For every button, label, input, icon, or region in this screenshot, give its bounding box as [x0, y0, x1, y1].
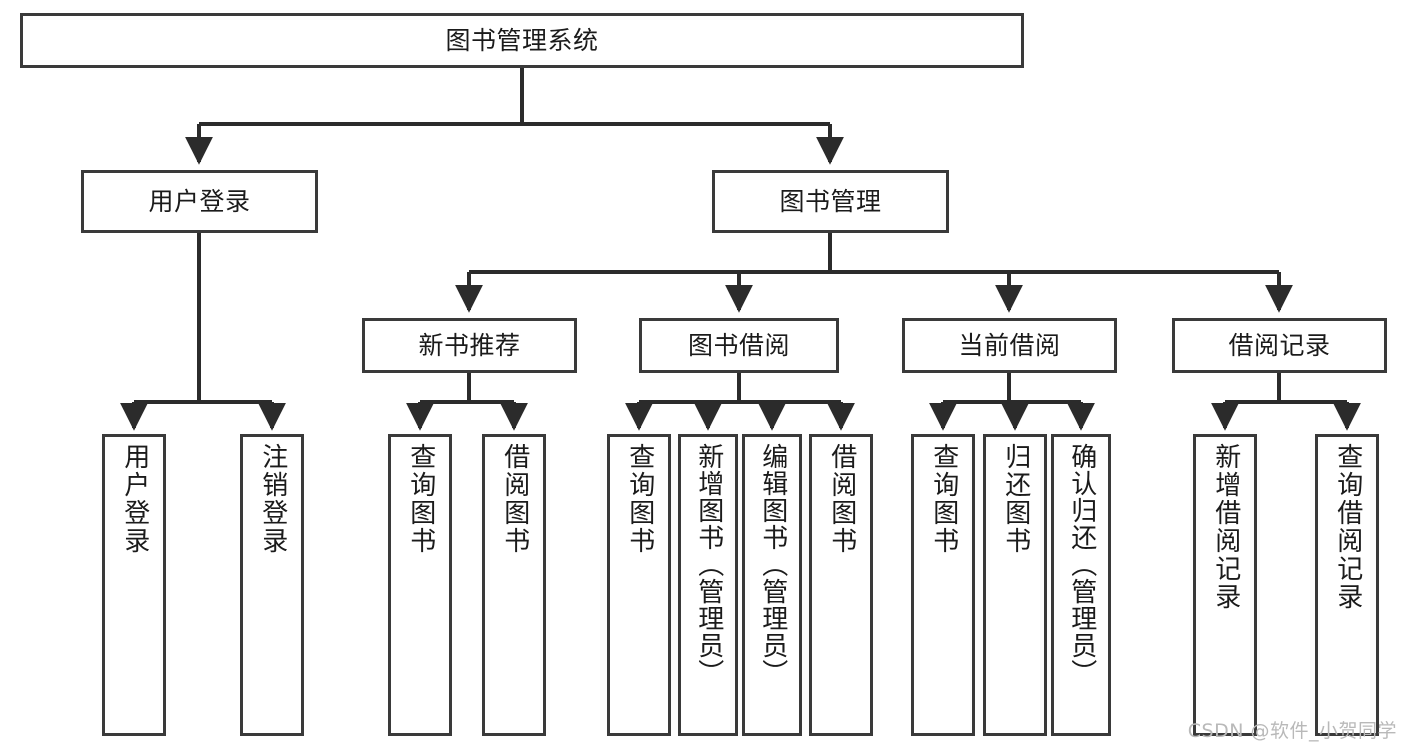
node-label: 借阅图书 — [826, 443, 857, 555]
node-leaf-query-book-2[interactable]: 查询图书 — [607, 434, 671, 736]
node-book-borrow[interactable]: 图书借阅 — [639, 318, 839, 373]
node-label: 借阅记录 — [1228, 330, 1331, 360]
node-root-system[interactable]: 图书管理系统 — [20, 13, 1024, 68]
node-label: 新增图书（管理员） — [693, 443, 724, 686]
node-label: 新增借阅记录 — [1210, 443, 1241, 611]
node-leaf-borrow-book-1[interactable]: 借阅图书 — [482, 434, 546, 736]
node-label: 注销登录 — [257, 443, 288, 555]
node-user-login[interactable]: 用户登录 — [81, 170, 318, 233]
node-label: 借阅图书 — [499, 443, 530, 555]
node-leaf-add-book[interactable]: 新增图书（管理员） — [678, 434, 738, 736]
node-leaf-user-login[interactable]: 用户登录 — [102, 434, 166, 736]
node-leaf-edit-book[interactable]: 编辑图书（管理员） — [742, 434, 802, 736]
node-label: 查询借阅记录 — [1332, 443, 1363, 611]
node-leaf-logout[interactable]: 注销登录 — [240, 434, 304, 736]
node-leaf-query-book-1[interactable]: 查询图书 — [388, 434, 452, 736]
node-label: 查询图书 — [405, 443, 436, 555]
node-label: 确认归还（管理员） — [1066, 443, 1097, 686]
node-leaf-query-record[interactable]: 查询借阅记录 — [1315, 434, 1379, 736]
node-label: 查询图书 — [624, 443, 655, 555]
node-label: 图书管理系统 — [445, 25, 599, 55]
node-leaf-confirm-return[interactable]: 确认归还（管理员） — [1051, 434, 1111, 736]
node-leaf-query-book-3[interactable]: 查询图书 — [911, 434, 975, 736]
node-label: 当前借阅 — [958, 330, 1061, 360]
node-leaf-borrow-book-2[interactable]: 借阅图书 — [809, 434, 873, 736]
node-current-borrow[interactable]: 当前借阅 — [902, 318, 1117, 373]
node-label: 图书借阅 — [687, 330, 790, 360]
node-label: 用户登录 — [148, 186, 251, 216]
node-label: 新书推荐 — [418, 330, 521, 360]
node-label: 归还图书 — [1000, 443, 1031, 555]
watermark-text: CSDN @软件_小贺同学 — [1187, 720, 1397, 742]
node-borrow-record[interactable]: 借阅记录 — [1172, 318, 1387, 373]
node-book-manage[interactable]: 图书管理 — [712, 170, 949, 233]
node-leaf-add-record[interactable]: 新增借阅记录 — [1193, 434, 1257, 736]
node-new-book-recommend[interactable]: 新书推荐 — [362, 318, 577, 373]
node-label: 查询图书 — [928, 443, 959, 555]
node-label: 图书管理 — [779, 186, 882, 216]
node-label: 编辑图书（管理员） — [757, 443, 788, 686]
node-label: 用户登录 — [119, 443, 150, 555]
node-leaf-return-book[interactable]: 归还图书 — [983, 434, 1047, 736]
